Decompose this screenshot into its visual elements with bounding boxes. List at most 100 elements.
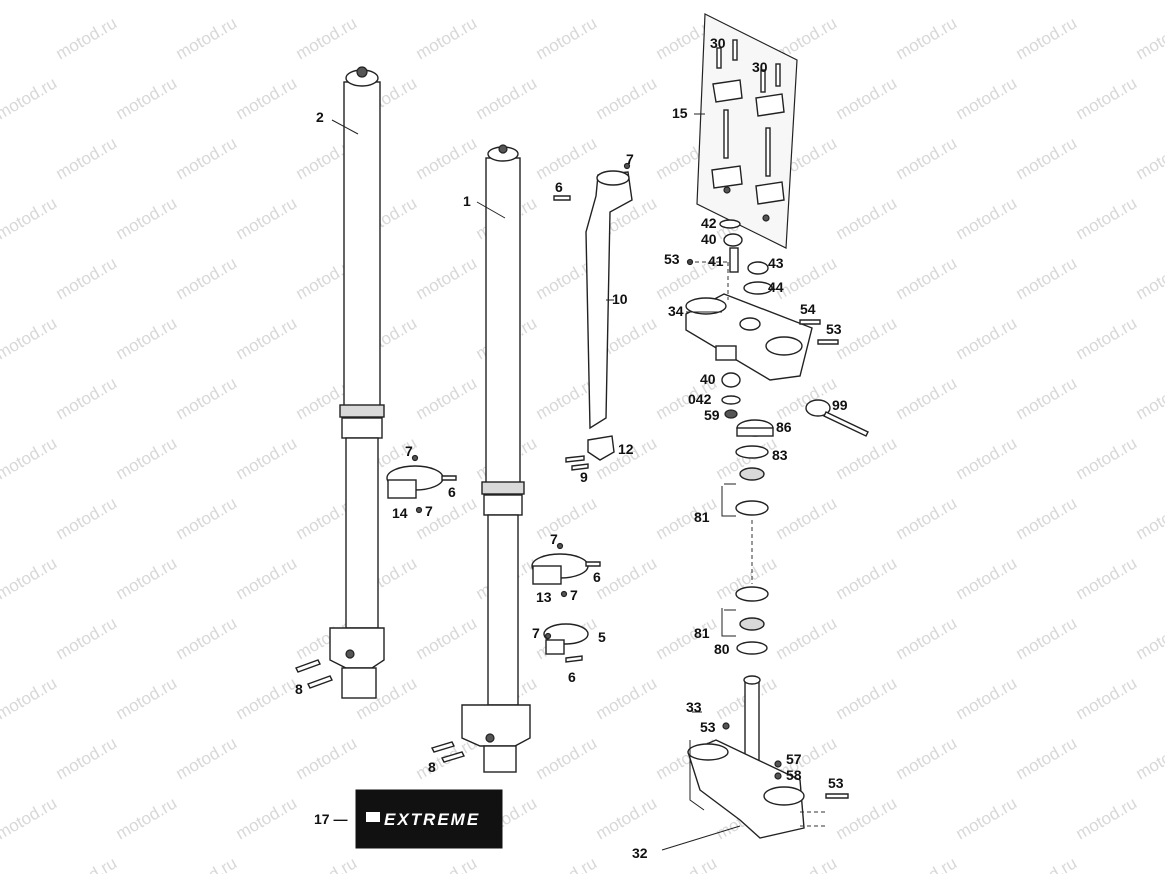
watermark-text: motod.ru [953, 313, 1021, 363]
watermark-text: motod.ru [953, 193, 1021, 243]
part-label: 81 [694, 625, 710, 641]
watermark-text: motod.ru [1073, 193, 1141, 243]
watermark-text: motod.ru [653, 613, 721, 663]
clamp-5 [543, 623, 589, 663]
watermark-text: motod.ru [1073, 73, 1141, 123]
watermark-text: motod.ru [173, 13, 241, 63]
part-label: 13 [536, 589, 552, 605]
watermark-text: motod.ru [53, 613, 121, 663]
watermark-text: motod.ru [473, 0, 541, 3]
watermark-text: motod.ru [833, 0, 901, 3]
clamp-14 [386, 454, 457, 514]
part-label: 7 [405, 443, 413, 459]
watermark-text: motod.ru [893, 133, 961, 183]
part-label: 83 [772, 447, 788, 463]
watermark-text: motod.ru [53, 493, 121, 543]
fork-leg-1 [461, 144, 531, 773]
watermark-text: motod.ru [293, 853, 361, 874]
watermark-text: motod.ru [233, 193, 301, 243]
watermark-text: motod.ru [953, 673, 1021, 723]
watermark-text: motod.ru [233, 73, 301, 123]
watermark-text: motod.ru [173, 133, 241, 183]
part-label: 9 [580, 469, 588, 485]
watermark-text: motod.ru [893, 493, 961, 543]
watermark-text: motod.ru [1133, 253, 1165, 303]
part-label: 8 [428, 759, 436, 775]
part-label: 12 [618, 441, 634, 457]
watermark-text: motod.ru [833, 793, 901, 843]
watermark-text: motod.ru [173, 373, 241, 423]
watermark-text: motod.ru [113, 0, 181, 3]
part-label: 80 [714, 641, 730, 657]
part-label: 41 [708, 253, 724, 269]
watermark-text: motod.ru [593, 73, 661, 123]
part-label: 42 [701, 215, 717, 231]
part-labels: 2 1 6 7 10 12 9 7 6 14 7 7 6 13 7 7 5 6 … [295, 35, 848, 861]
watermark-text: motod.ru [1073, 673, 1141, 723]
watermark-text: motod.ru [533, 133, 601, 183]
watermark-text: motod.ru [1013, 613, 1081, 663]
part-label: 44 [768, 279, 784, 295]
watermark-text: motod.ru [413, 253, 481, 303]
watermark-text: motod.ru [53, 733, 121, 783]
part-label: 7 [570, 587, 578, 603]
watermark-text: motod.ru [53, 373, 121, 423]
watermark-text: motod.ru [833, 313, 901, 363]
part-label: 5 [598, 629, 606, 645]
part-label: 6 [448, 484, 456, 500]
watermark-text: motod.ru [1013, 733, 1081, 783]
watermark-text: motod.ru [893, 853, 961, 874]
watermark-text: motod.ru [53, 253, 121, 303]
part-label: 7 [550, 531, 558, 547]
part-label: 042 [688, 391, 712, 407]
watermark-text: motod.ru [953, 0, 1021, 3]
watermark-text: motod.ru [413, 853, 481, 874]
watermark-text: motod.ru [0, 433, 60, 483]
steering-hardware [686, 219, 773, 295]
watermark-text: motod.ru [533, 733, 601, 783]
watermark-text: motod.ru [413, 133, 481, 183]
watermark-text: motod.ru [893, 733, 961, 783]
part-label: 58 [786, 767, 802, 783]
part-label: 43 [768, 255, 784, 271]
part-label: 33 [686, 699, 702, 715]
watermark-text: motod.ru [833, 73, 901, 123]
part-label: 15 [672, 105, 688, 121]
watermark-text: motod.ru [713, 0, 781, 3]
watermark-text: motod.ru [173, 613, 241, 663]
watermark-text: motod.ru [1013, 133, 1081, 183]
part-label: 32 [632, 845, 648, 861]
watermark-text: motod.ru [1133, 13, 1165, 63]
watermark-text: motod.ru [593, 0, 661, 3]
watermark-text: motod.ru [233, 313, 301, 363]
watermark-text: motod.ru [293, 13, 361, 63]
watermark-text: motod.ru [653, 493, 721, 543]
watermark-text: motod.ru [0, 553, 60, 603]
part-label: 53 [828, 775, 844, 791]
watermark-text: motod.ru [1073, 793, 1141, 843]
watermark-text: motod.ru [953, 553, 1021, 603]
part-label: 30 [710, 35, 726, 51]
decal-text: EXTREME [384, 810, 480, 829]
watermark-text: motod.ru [773, 613, 841, 663]
watermark-text: motod.ru [1073, 433, 1141, 483]
watermark-text: motod.ru [53, 13, 121, 63]
part-label: 53 [826, 321, 842, 337]
watermark-text: motod.ru [1073, 313, 1141, 363]
watermark-text: motod.ru [0, 793, 60, 843]
part-label: 17 — [314, 811, 347, 827]
part-label: 10 [612, 291, 628, 307]
part-label: 2 [316, 109, 324, 125]
watermark-text: motod.ru [413, 373, 481, 423]
watermark-text: motod.ru [0, 673, 60, 723]
part-label: 6 [568, 669, 576, 685]
part-label: 34 [668, 303, 684, 319]
watermark-text: motod.ru [473, 73, 541, 123]
watermark-text: motod.ru [233, 553, 301, 603]
watermark-text: motod.ru [1013, 13, 1081, 63]
watermark-text: motod.ru [113, 313, 181, 363]
watermark-text: motod.ru [1073, 553, 1141, 603]
